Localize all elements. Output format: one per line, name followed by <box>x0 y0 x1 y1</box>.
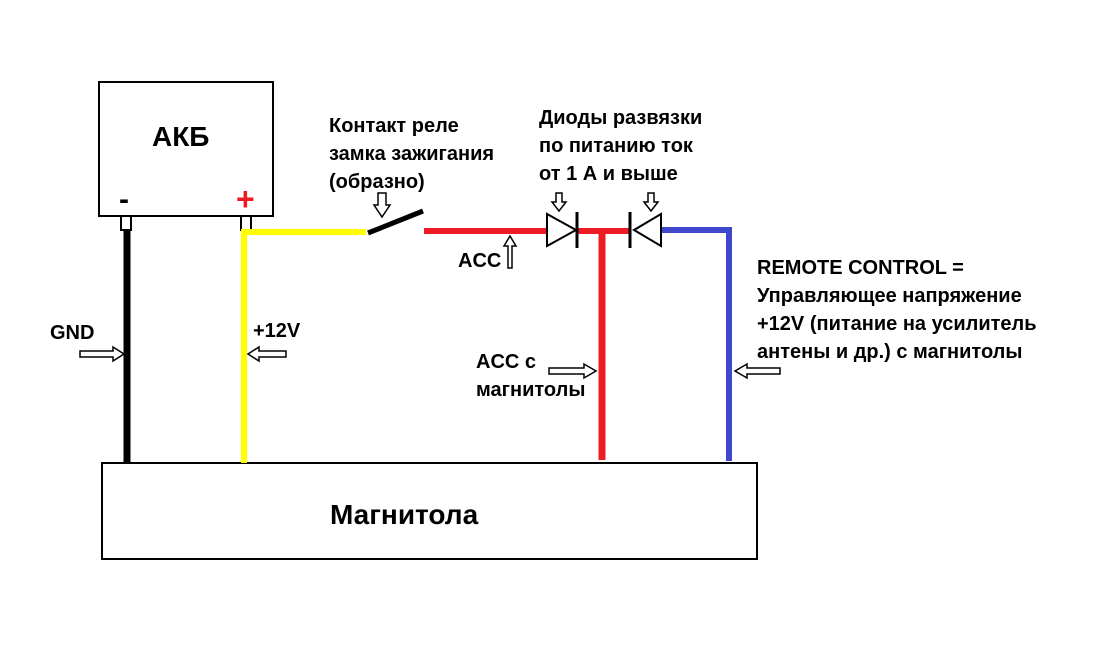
arrow-diode-right-down <box>642 192 660 213</box>
battery-box <box>98 81 274 217</box>
diodes-label: Диоды развязки по питанию ток от 1 А и в… <box>539 107 703 185</box>
arrow-v12-left <box>246 345 287 363</box>
arrow-gnd-right <box>79 345 126 363</box>
arrow-remote-left <box>733 362 781 380</box>
gnd-label: GND <box>50 322 95 344</box>
remote-wire <box>662 227 732 461</box>
acc-label: ACC <box>458 250 502 272</box>
v12-wire <box>241 229 366 463</box>
relay-contact <box>367 208 424 236</box>
acc-radio-label: ACC с магнитолы <box>476 351 586 401</box>
arrow-diode-left-down <box>550 192 568 213</box>
battery-plus-sign: + <box>236 181 255 217</box>
battery-label: АКБ <box>152 121 210 152</box>
diode-left <box>546 212 579 248</box>
radio-label: Магнитола <box>330 499 479 530</box>
contact-label: Контакт реле замка зажигания (образно) <box>329 115 495 193</box>
v12-label: +12V <box>253 320 301 342</box>
arrow-acc-radio-right <box>548 362 598 380</box>
radio-box <box>101 462 758 560</box>
arrow-contact-down <box>372 192 392 219</box>
battery-plus-terminal <box>240 215 252 231</box>
diode-right <box>628 212 662 248</box>
battery-minus-terminal <box>120 215 132 231</box>
arrow-acc-up <box>502 234 518 269</box>
battery-minus-sign: - <box>119 183 129 216</box>
remote-label: REMOTE CONTROL = Управляющее напряжение … <box>757 257 1037 363</box>
